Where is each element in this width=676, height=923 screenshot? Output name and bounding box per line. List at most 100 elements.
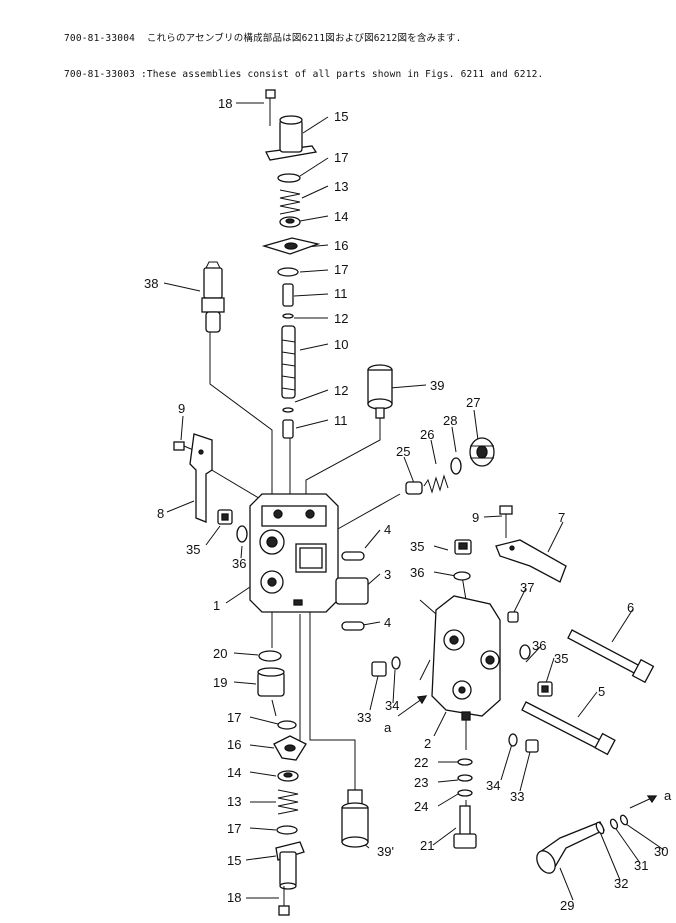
callout-31: 31	[634, 858, 648, 873]
callout-labels: 18 15 17 13 14 16 17 11 12 10 12 11 38 3…	[144, 96, 672, 913]
part-10-spool	[281, 325, 296, 399]
callout-1: 1	[213, 598, 220, 613]
callout-4: 4	[384, 522, 391, 537]
part-2-valve-body-right	[431, 595, 501, 721]
callout-26: 26	[420, 427, 434, 442]
part-11-plug-a	[282, 283, 294, 307]
part-18-bolt-bottom	[278, 886, 290, 916]
callout-37: 37	[520, 580, 534, 595]
callout-10: 10	[334, 337, 348, 352]
callout-13: 13	[227, 794, 241, 809]
part-35-plug-right-mid	[537, 681, 553, 697]
callout-7: 7	[558, 510, 565, 525]
part-20-oring	[258, 650, 282, 662]
callout-34: 34	[486, 778, 500, 793]
part-33-plug-left	[371, 661, 387, 677]
part-35-plug-right-top	[454, 539, 472, 555]
callout-35: 35	[554, 651, 568, 666]
part-34-oring-left	[391, 656, 401, 670]
callout-13: 13	[334, 179, 348, 194]
arrow-a-left	[397, 695, 428, 717]
callout-11: 11	[334, 413, 348, 428]
part-29-fitting	[536, 821, 605, 874]
callout-36: 36	[232, 556, 246, 571]
part-36-oring-left	[236, 525, 248, 543]
callout-17: 17	[227, 821, 241, 836]
callout-6: 6	[627, 600, 634, 615]
callout-11: 11	[334, 286, 348, 301]
callout-36: 36	[410, 565, 424, 580]
callout-a: a	[664, 788, 672, 803]
callout-19: 19	[213, 675, 227, 690]
callout-a: a	[384, 720, 392, 735]
part-17-oring-b	[277, 267, 299, 277]
part-34-oring-right	[508, 733, 518, 747]
callout-18: 18	[218, 96, 232, 111]
part-24-oring	[457, 789, 473, 797]
callout-17: 17	[334, 262, 348, 277]
part-23-oring	[457, 774, 473, 782]
callout-28: 28	[443, 413, 457, 428]
part-39-solenoid-bottom	[341, 789, 369, 848]
part-27-cap	[469, 437, 495, 467]
callout-18: 18	[227, 890, 241, 905]
callout-17: 17	[227, 710, 241, 725]
part-21-connector	[453, 805, 477, 849]
part-19-plug-large	[257, 667, 285, 697]
part-5-tie-bolt-short	[521, 701, 616, 756]
part-9-bolt-right	[499, 505, 513, 538]
callout-17: 17	[334, 150, 348, 165]
callout-9: 9	[472, 510, 479, 525]
part-13-spring-top	[279, 189, 301, 215]
callout-25: 25	[396, 444, 410, 459]
part-17-oring-a	[277, 173, 301, 183]
callout-2: 2	[424, 736, 431, 751]
part-22-oring	[457, 758, 473, 766]
caption-header: 700-81-33004 これらのアセンブリの構成部品は図6211図および図62…	[64, 9, 543, 93]
callout-24: 24	[414, 799, 428, 814]
callout-15: 15	[334, 109, 348, 124]
part-39-solenoid-top	[367, 364, 393, 419]
part-3-gasket-plate	[335, 577, 369, 605]
part-33-plug-right	[525, 739, 539, 753]
part-32-oring	[595, 821, 605, 835]
callout-34: 34	[385, 698, 399, 713]
part-36-oring-right-top	[453, 571, 471, 581]
callout-8: 8	[157, 506, 164, 521]
part-14-seat-bottom	[277, 770, 299, 782]
part-38-relief-valve	[201, 261, 225, 333]
callout-33: 33	[357, 710, 371, 725]
callout-5: 5	[598, 684, 605, 699]
part-16-flange-bottom	[273, 735, 307, 761]
callout-20: 20	[213, 646, 227, 661]
part-12-ring-b	[282, 407, 294, 413]
callout-29: 29	[560, 898, 574, 913]
callout-22: 22	[414, 755, 428, 770]
part-14-seat-top	[279, 216, 301, 228]
callout-23: 23	[414, 775, 428, 790]
callout-35: 35	[186, 542, 200, 557]
part-11-plug-b	[282, 419, 294, 439]
part-13-spring-bottom	[277, 789, 299, 815]
callout-12: 12	[334, 383, 348, 398]
callout-39: 39	[430, 378, 444, 393]
part-8-bracket-left	[189, 433, 213, 523]
caption-line-japanese: 700-81-33004 これらのアセンブリの構成部品は図6211図および図62…	[64, 33, 462, 44]
callout-39-prime: 39'	[377, 844, 394, 859]
part-28-oring	[450, 457, 462, 475]
part-1-valve-body-left	[249, 493, 339, 613]
callout-38: 38	[144, 276, 158, 291]
part-17-oring-d	[276, 825, 298, 835]
part-31-oring	[609, 818, 619, 830]
callout-3: 3	[384, 567, 391, 582]
callout-16: 16	[334, 238, 348, 253]
part-30-oring	[619, 814, 629, 826]
callout-33: 33	[510, 789, 524, 804]
part-26-spring	[423, 474, 449, 494]
part-7-bracket-right	[495, 539, 567, 583]
leader-lines	[163, 102, 665, 901]
part-35-plug-left	[217, 509, 233, 525]
part-6-tie-bolt-long	[567, 629, 655, 684]
callout-14: 14	[334, 209, 348, 224]
